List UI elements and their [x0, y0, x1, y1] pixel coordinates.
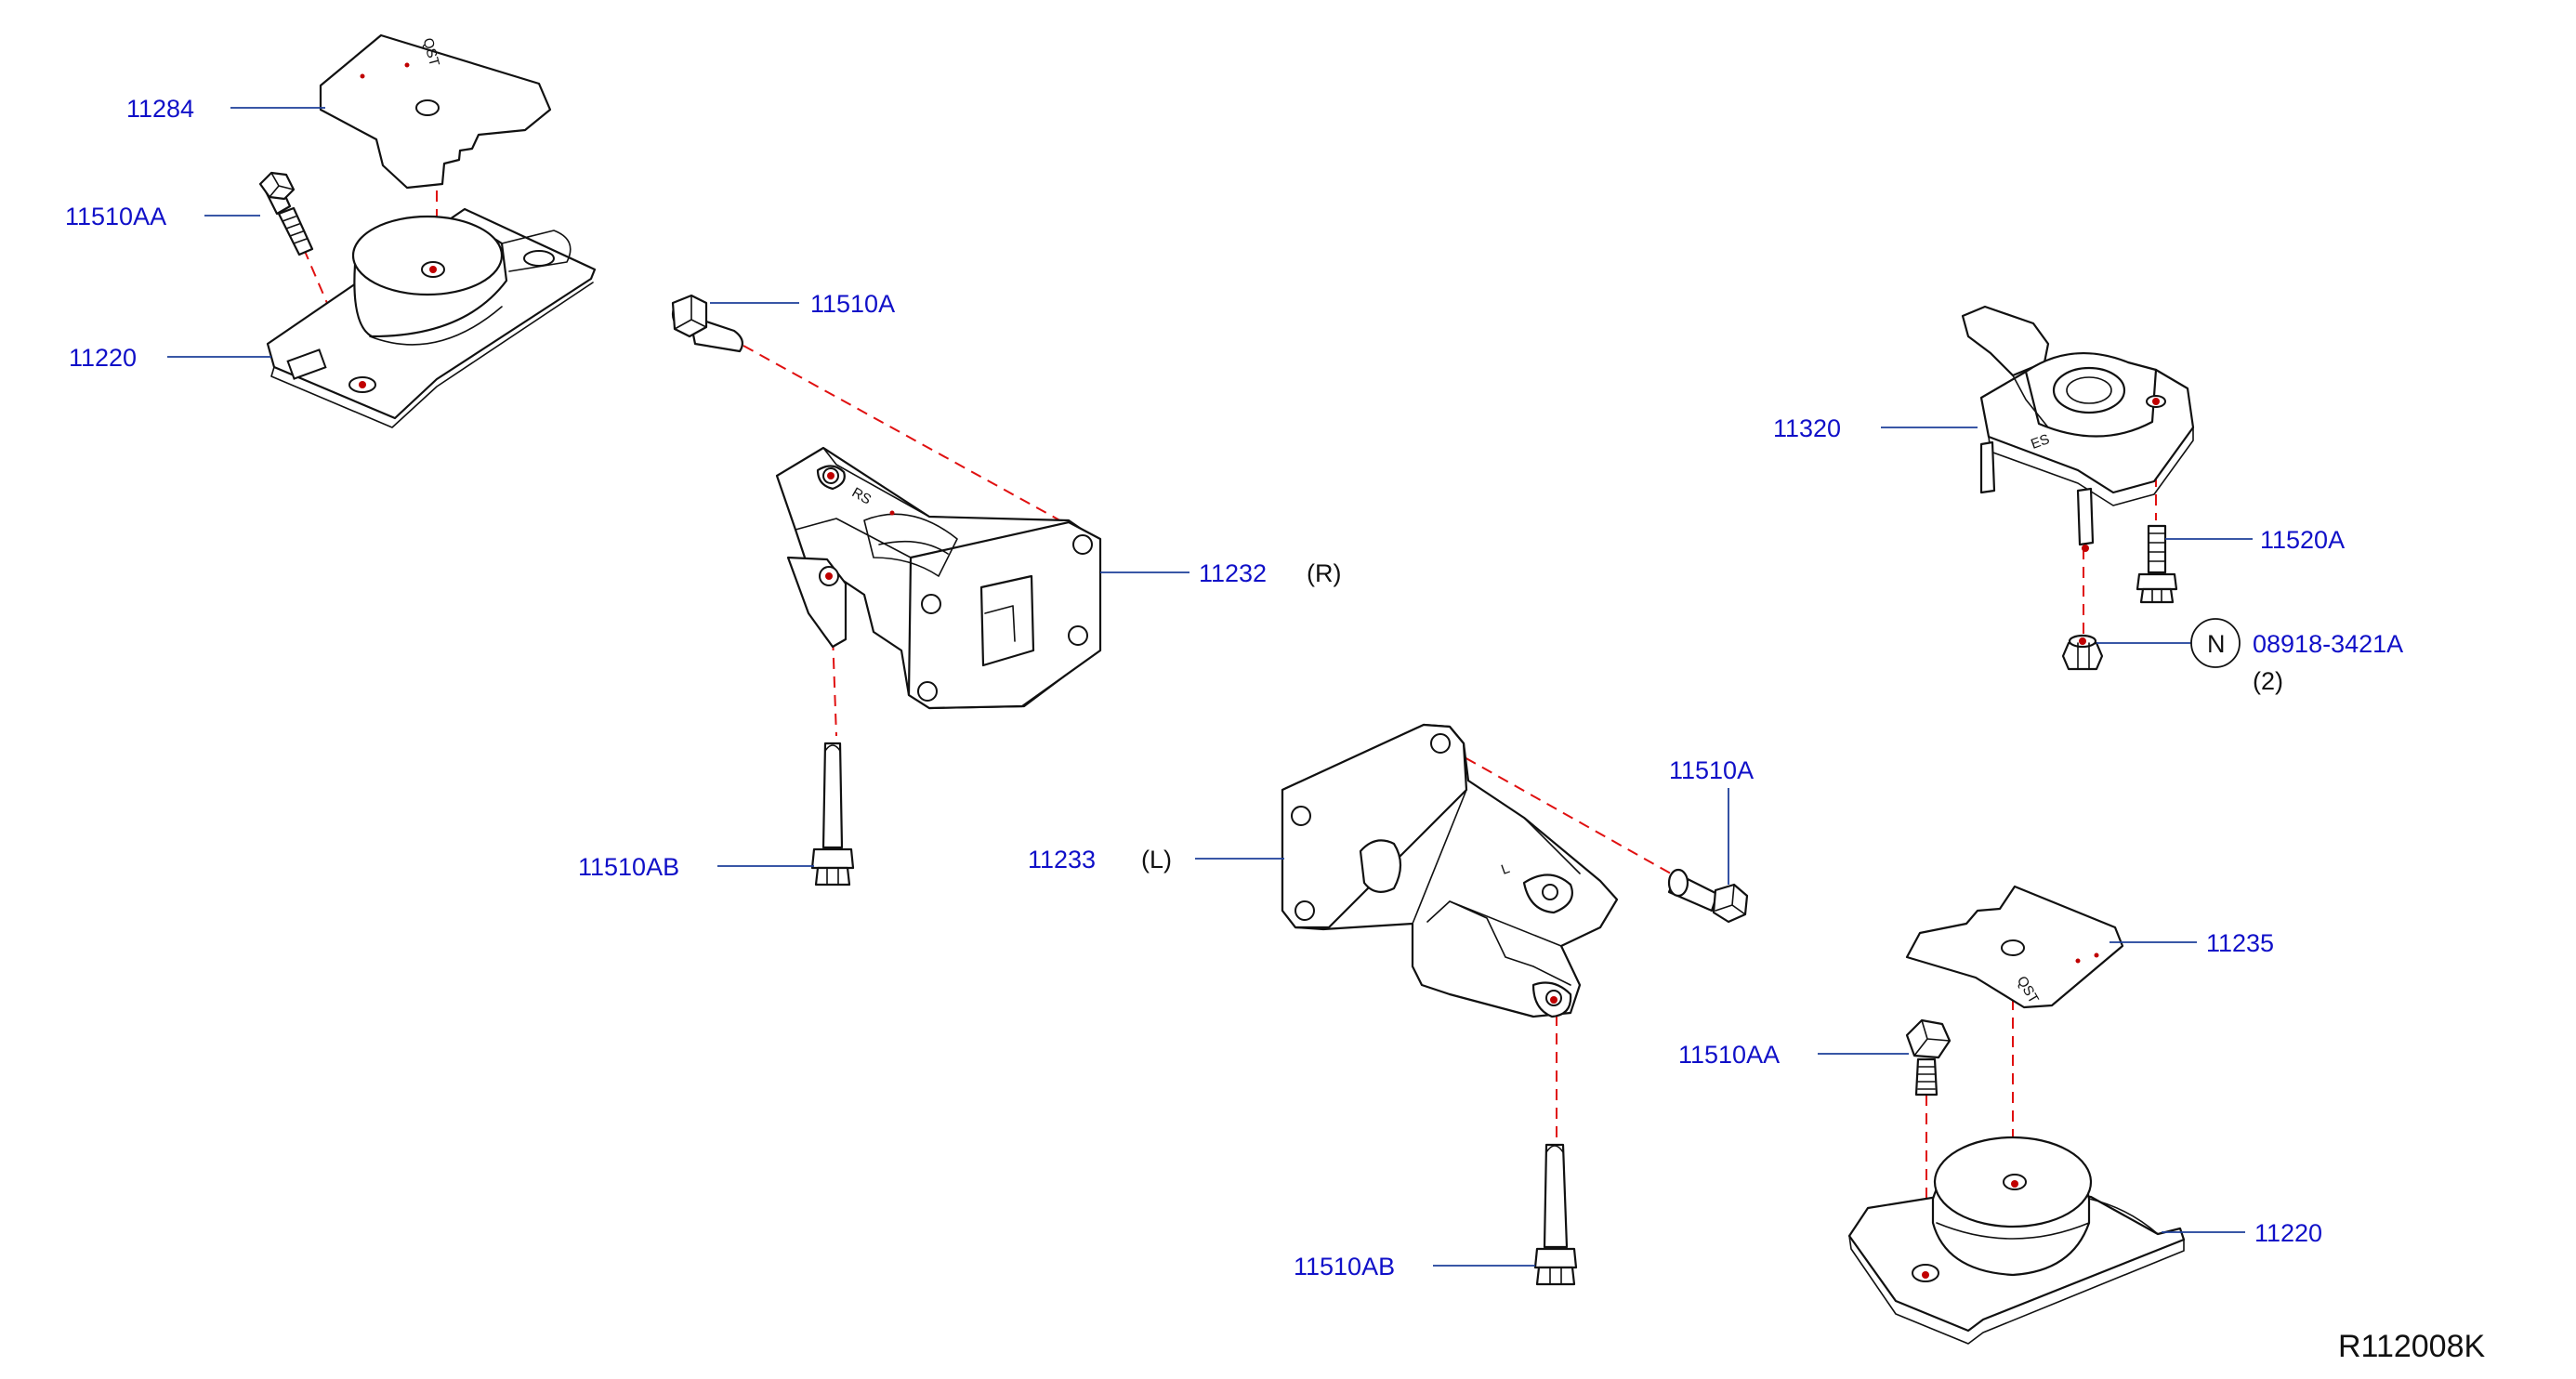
insulator-plate-11235: QST	[1905, 885, 2124, 1009]
engine-mount-11220-top	[266, 207, 597, 428]
label-11510AA-top: 11510AA	[65, 203, 166, 230]
label-11320: 11320	[1773, 414, 1841, 442]
label-11510AB-bottom: 11510AB	[1294, 1253, 1395, 1280]
stud-11520A	[2136, 524, 2178, 604]
label-quantity: (2)	[2253, 667, 2283, 695]
diagram-reference-code: R112008K	[2338, 1329, 2485, 1364]
label-11220-top: 11220	[69, 344, 137, 372]
label-11284: 11284	[126, 95, 194, 123]
label-11510A-upper: 11510A	[810, 290, 895, 318]
n-note-circle	[2190, 618, 2241, 668]
bolt-11510A-middle	[1667, 868, 1749, 924]
bracket-11233-l: L	[1281, 723, 1619, 1018]
label-11235: 11235	[2206, 929, 2274, 957]
engine-mount-11320: ES	[1961, 305, 2195, 552]
plate-hole	[415, 99, 440, 116]
label-11220-bottom: 11220	[2254, 1219, 2322, 1247]
label-11520A: 11520A	[2260, 526, 2345, 554]
bolt-11510AA-top	[258, 171, 314, 256]
label-08918-3421A: 08918-3421A	[2253, 630, 2403, 658]
centerline-bracket-l-to-bolt	[1449, 748, 1685, 882]
label-11233-side: (L)	[1141, 846, 1172, 873]
bracket-11232-r: RS	[775, 446, 1102, 710]
mount-r-stamp: ES	[2029, 431, 2052, 453]
label-11510AB-left: 11510AB	[578, 853, 679, 881]
label-11233: 11233	[1028, 846, 1096, 873]
centerlines	[303, 190, 2157, 1273]
nut-08918-3421A	[2061, 634, 2104, 671]
bolt-11510A-upper	[671, 294, 744, 353]
part-labels: 11284 11510AA 11220 11510A 11232 (R) 115…	[65, 95, 2485, 1364]
leader-lines	[167, 107, 2253, 1267]
label-11232-side: (R)	[1307, 559, 1341, 587]
label-11510A-middle: 11510A	[1669, 756, 1754, 784]
engine-mount-11220-bottom	[1847, 1136, 2186, 1345]
bolt-11510AB-bottom	[1533, 1143, 1578, 1286]
label-11232: 11232	[1199, 559, 1267, 587]
centerline-bolt-to-bracket-r	[743, 345, 1074, 529]
label-n-note: N	[2207, 630, 2226, 658]
label-11510AA-bottom: 11510AA	[1678, 1041, 1780, 1069]
bolt-11510AB-left	[810, 742, 855, 886]
bolt-11510AA-bottom	[1905, 1018, 1952, 1097]
insulator-plate-11284: QST	[319, 33, 552, 190]
